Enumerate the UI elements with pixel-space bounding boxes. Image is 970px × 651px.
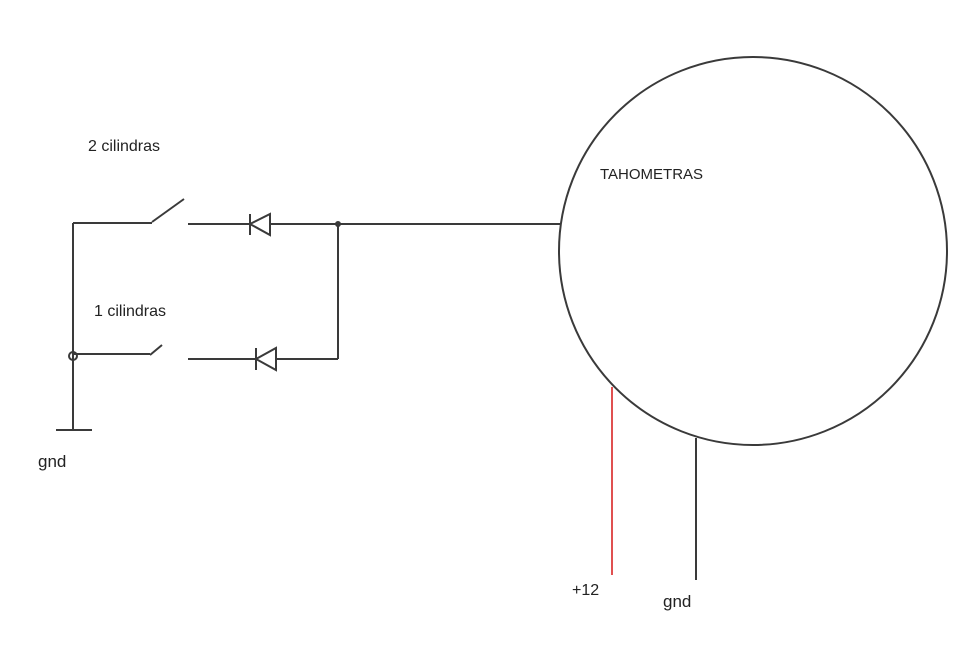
- switch-1-label: 1 cilindras: [94, 303, 166, 320]
- switch-2-label: 2 cilindras: [88, 138, 160, 155]
- tachometer-label: TAHOMETRAS: [600, 166, 703, 183]
- diode-bottom: [253, 346, 277, 372]
- ground-junction-node: [68, 351, 78, 361]
- gnd-right-label: gnd: [663, 592, 691, 611]
- switch-1-contact: [149, 344, 163, 356]
- plus12-label: +12: [572, 582, 599, 599]
- gnd-left-label: gnd: [38, 452, 66, 471]
- diode-top: [247, 212, 271, 237]
- switch-2-contact: [151, 198, 185, 223]
- tachometer-circle: [558, 56, 948, 446]
